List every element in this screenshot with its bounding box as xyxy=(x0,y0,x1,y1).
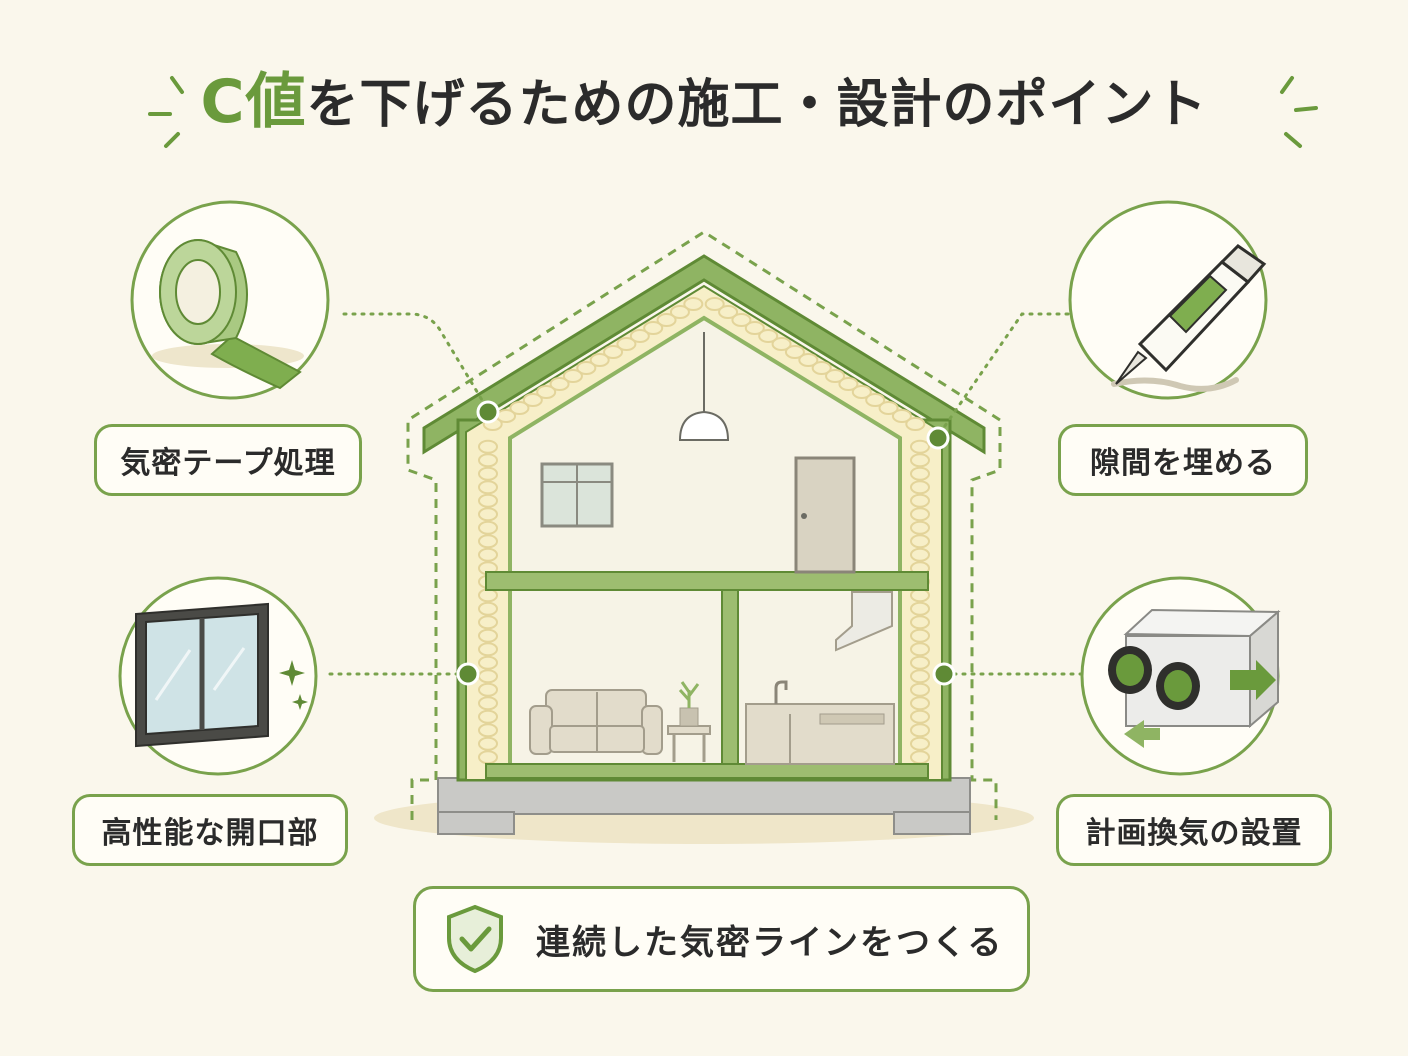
sealant-circle xyxy=(1068,200,1268,400)
summary-label: 連続した気密ラインをつくる xyxy=(536,922,1004,963)
title-rest: を下げるための施工・設計のポイント xyxy=(306,75,1208,135)
tape-circle xyxy=(130,200,330,400)
airtight-envelope-line xyxy=(406,230,1002,820)
insulation-layer xyxy=(478,297,930,765)
connection-dots xyxy=(456,400,956,686)
window-circle xyxy=(118,576,318,776)
point-label-airtight-tape: 気密テープ処理 xyxy=(94,424,362,496)
point-label-window: 高性能な開口部 xyxy=(72,794,348,866)
summary-box: 連続した気密ラインをつくる xyxy=(413,886,1030,992)
side-table-plant xyxy=(667,681,711,762)
sealant-tube-icon xyxy=(1111,244,1267,392)
title-sparkles-left xyxy=(148,76,184,148)
title-sparkles-right xyxy=(1280,76,1318,148)
foundation xyxy=(437,777,971,835)
house-interior xyxy=(485,315,929,779)
point-label-ventilation: 計画換気の設置 xyxy=(1056,794,1332,866)
leader-lines xyxy=(328,312,1084,676)
upstairs-door xyxy=(794,456,856,574)
airtight-tape-icon xyxy=(152,239,304,390)
kitchen xyxy=(745,591,895,765)
page-title: C値を下げるための施工・設計のポイント xyxy=(0,66,1408,141)
point-label-seal-gaps: 隙間を埋める xyxy=(1058,424,1308,496)
shield-check-icon xyxy=(447,904,503,974)
pendant-lamp xyxy=(678,332,730,441)
ventilation-circle xyxy=(1080,576,1281,776)
high-performance-window-icon xyxy=(135,602,308,748)
title-accent: C値 xyxy=(200,67,307,137)
sofa xyxy=(529,689,663,755)
ventilation-unit-icon xyxy=(1108,608,1281,748)
upstairs-window xyxy=(540,462,614,528)
